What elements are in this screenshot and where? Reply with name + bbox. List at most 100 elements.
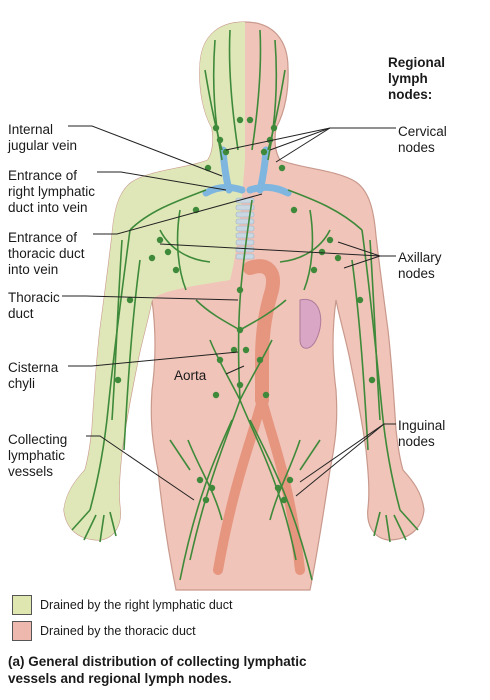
legend-swatch-thoracic	[12, 621, 32, 641]
lymph-node-28	[202, 496, 210, 504]
lymph-vessel-0	[237, 199, 253, 401]
label-internal-jugular-vein: Internal jugular vein	[8, 122, 78, 153]
lymph-node-13	[326, 236, 334, 244]
lymph-node-20	[242, 346, 250, 354]
leader-line-9	[225, 127, 331, 151]
lymph-vessel-22	[109, 511, 117, 537]
lymph-node-32	[126, 296, 134, 304]
lymph-vessel-33	[179, 419, 233, 581]
lymph-node-18	[236, 326, 244, 334]
lymph-node-38	[236, 286, 244, 294]
right-iliac-artery	[257, 395, 305, 575]
lymph-vessel-13	[89, 229, 131, 511]
lymph-node-10	[156, 236, 164, 244]
figure-caption: (a) General distribution of collecting l…	[8, 654, 307, 686]
leader-line-2	[93, 193, 263, 235]
lymph-node-37	[290, 206, 298, 214]
lymph-vessel-37	[169, 439, 191, 471]
lymph-node-7	[246, 116, 254, 124]
leader-line-3	[62, 295, 239, 301]
lymph-vessel-7	[129, 189, 207, 231]
leader-line-0	[68, 125, 223, 177]
leader-lines	[62, 125, 396, 501]
lymph-node-19	[230, 346, 238, 354]
label-cisterna-chyli: Cisterna chyli	[8, 360, 59, 391]
legend-text-right: Drained by the right lymphatic duct	[40, 598, 233, 612]
lymph-node-12	[148, 254, 156, 262]
lymph-node-24	[262, 391, 270, 399]
lymph-vessel-28	[239, 339, 273, 401]
vein-segment-1	[246, 183, 292, 197]
trachea-ring-2	[235, 211, 255, 218]
legend-thoracic: Drained by the thoracic duct	[12, 620, 196, 642]
label-axillary-nodes: Axillary nodes	[398, 250, 442, 281]
lymph-node-16	[172, 266, 180, 274]
lymph-node-27	[208, 484, 216, 492]
lymph-vessel-14	[111, 239, 123, 421]
vein-segment-2	[219, 146, 233, 194]
trachea-ring-1	[235, 204, 255, 211]
label-inguinal-nodes: Inguinal nodes	[398, 418, 446, 449]
lymph-node-31	[280, 496, 288, 504]
lymph-node-22	[256, 356, 264, 364]
leader-line-11	[343, 255, 381, 269]
trachea-ring-0	[235, 197, 255, 204]
label-collecting-lymphatic-vessels: Collecting lymphatic vessels	[8, 432, 68, 479]
lymph-vessel-16	[369, 239, 381, 421]
aorta-layer	[213, 259, 322, 575]
lymph-vessel-10	[303, 209, 314, 291]
lymph-vessel-17	[123, 259, 141, 451]
label-regional-lymph-nodes: Regional lymph nodes:	[388, 55, 446, 102]
lymph-vessel-25	[385, 514, 391, 543]
lymph-node-34	[114, 376, 122, 384]
lymph-vessel-1	[212, 39, 223, 161]
lymph-vessel-5	[204, 69, 223, 151]
lymph-node-30	[274, 484, 282, 492]
lymph-vessel-36	[269, 439, 301, 521]
lymph-node-1	[222, 148, 230, 156]
leader-line-4	[68, 351, 239, 367]
lymph-vessel-26	[373, 511, 381, 537]
aorta-vessel	[243, 259, 280, 407]
lymph-node-9	[278, 164, 286, 172]
lymph-node-25	[236, 381, 244, 389]
lymph-node-11	[164, 248, 172, 256]
stomach	[299, 298, 322, 349]
leader-line-7	[269, 127, 396, 151]
trachea-ring-4	[235, 225, 255, 232]
lymph-node-35	[368, 376, 376, 384]
leader-line-6	[225, 365, 245, 375]
label-right-lymphatic-entrance: Entrance of right lymphatic duct into ve…	[8, 168, 96, 215]
lymph-vessel-20	[83, 514, 97, 541]
lymph-node-3	[266, 136, 274, 144]
lymph-vessel-11	[159, 229, 211, 263]
lymph-node-14	[318, 248, 326, 256]
lymph-vessel-8	[287, 189, 363, 231]
lymph-vessel-21	[99, 514, 105, 543]
label-thoracic-duct-entrance: Entrance of thoracic duct into vein	[8, 230, 85, 277]
leader-line-8	[275, 127, 331, 163]
lymph-vessel-38	[299, 439, 321, 471]
lymph-vessel-9	[176, 209, 187, 291]
leader-line-12	[159, 243, 381, 257]
body-outline	[63, 21, 425, 591]
lymph-vessel-3	[228, 29, 239, 151]
label-aorta: Aorta	[174, 368, 207, 383]
lymph-vessel-2	[267, 39, 278, 161]
lymph-node-2	[212, 124, 220, 132]
lymph-node-0	[216, 136, 224, 144]
lymph-node-29	[286, 476, 294, 484]
lymph-vessel-29	[195, 299, 241, 331]
leader-line-1	[97, 171, 227, 191]
lymph-node-6	[236, 116, 244, 124]
lymph-node-4	[260, 148, 268, 156]
right-lymphatic-region	[64, 22, 245, 540]
legend-swatch-right	[12, 595, 32, 615]
label-thoracic-duct: Thoracic duct	[8, 290, 60, 321]
trachea-ring-3	[235, 218, 255, 225]
label-cervical-nodes: Cervical nodes	[398, 124, 447, 155]
lymph-vessel-19	[71, 509, 91, 531]
lymph-vessel-30	[239, 299, 287, 331]
